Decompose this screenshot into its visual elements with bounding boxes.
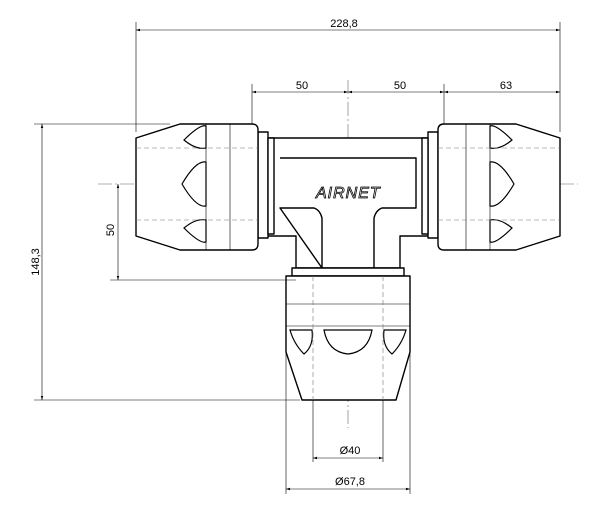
right-nut xyxy=(437,123,561,251)
brand-logo: AIRNET xyxy=(315,185,381,202)
dim-overall-height: 148,3 xyxy=(30,248,42,276)
dim-center-to-right: 50 xyxy=(394,80,406,92)
tee-body xyxy=(257,131,439,269)
left-nut xyxy=(135,123,259,251)
extension-lines xyxy=(34,22,561,494)
dim-right-end: 63 xyxy=(500,80,512,92)
dim-inner-diameter: Ø40 xyxy=(340,445,361,457)
dim-overall-width: 228,8 xyxy=(330,18,358,30)
dim-outer-diameter: Ø67,8 xyxy=(335,476,365,488)
bottom-nut xyxy=(285,267,411,401)
dim-run-offset: 50 xyxy=(105,224,117,236)
dim-left-to-center: 50 xyxy=(296,80,308,92)
